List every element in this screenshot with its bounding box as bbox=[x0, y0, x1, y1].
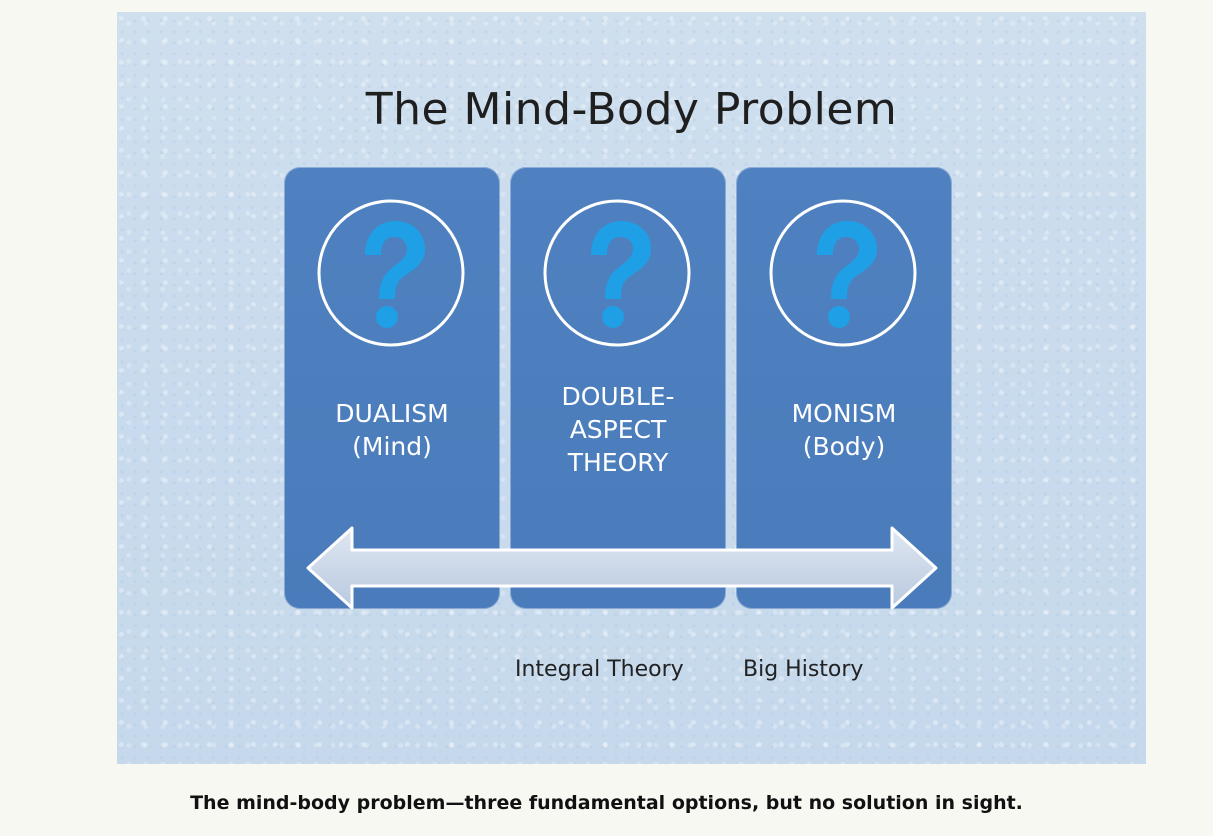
panel-label-double-aspect: DOUBLE- ASPECT THEORY bbox=[510, 380, 726, 479]
label-integral-theory: Integral Theory bbox=[515, 657, 684, 682]
panel-double-aspect-theory: DOUBLE- ASPECT THEORY bbox=[510, 167, 726, 609]
question-mark-circle-icon bbox=[541, 197, 693, 349]
panel-label-monism: MONISM (Body) bbox=[736, 397, 952, 463]
diagram-figure: The Mind-Body Problem DUALISM (Mind) DOU… bbox=[117, 12, 1146, 764]
panel-label-line: MONISM bbox=[791, 399, 897, 428]
panel-dualism: DUALISM (Mind) bbox=[284, 167, 500, 609]
label-big-history: Big History bbox=[743, 657, 864, 682]
diagram-title: The Mind-Body Problem bbox=[365, 84, 898, 135]
panel-label-line: THEORY bbox=[567, 448, 669, 477]
question-mark-circle-icon bbox=[315, 197, 467, 349]
question-mark-circle-icon bbox=[767, 197, 919, 349]
figure-caption: The mind-body problem—three fundamental … bbox=[190, 792, 1023, 814]
panel-label-line: DOUBLE- bbox=[561, 382, 675, 411]
panel-label-line: (Body) bbox=[802, 432, 886, 461]
panel-label-line: ASPECT bbox=[569, 415, 667, 444]
double-headed-arrow-icon bbox=[302, 523, 942, 613]
panel-label-line: (Mind) bbox=[352, 432, 432, 461]
panel-label-line: DUALISM bbox=[335, 399, 449, 428]
panel-monism: MONISM (Body) bbox=[736, 167, 952, 609]
panel-label-dualism: DUALISM (Mind) bbox=[284, 397, 500, 463]
